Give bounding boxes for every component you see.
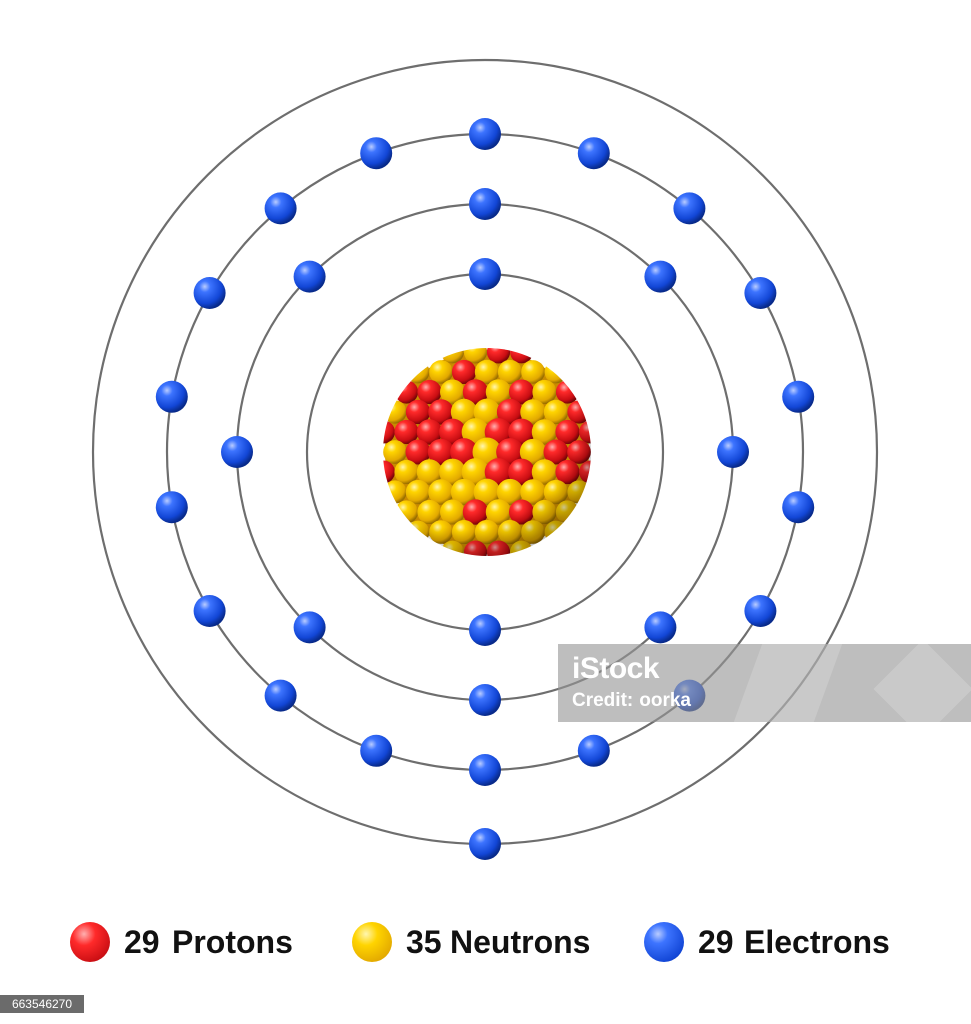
electrons-count: 29 xyxy=(698,924,734,960)
watermark-credit-label: Credit: xyxy=(572,690,634,711)
electron-shell-3 xyxy=(744,277,777,309)
electron-shell-3 xyxy=(577,137,610,170)
legend: 29 Protons 35 Neutrons 29 Electrons xyxy=(0,910,971,974)
nucleus xyxy=(383,348,591,556)
electron-shell-2 xyxy=(717,436,749,468)
electron-shell-3 xyxy=(469,118,501,150)
electron-shell-3 xyxy=(782,491,815,524)
neutrons-label: Neutrons xyxy=(450,924,591,960)
electron-shell-2 xyxy=(221,436,253,468)
electron-shell-3 xyxy=(193,277,226,309)
electron-shell-2 xyxy=(293,260,326,293)
electron-shell-3 xyxy=(577,734,610,767)
nucleus-shading xyxy=(383,348,591,556)
watermark-credit-name: oorka xyxy=(639,690,691,711)
electron-shell-2 xyxy=(293,611,326,644)
electron-shell-3 xyxy=(264,192,297,225)
protons-label: Protons xyxy=(172,924,293,960)
electrons-label: Electrons xyxy=(744,924,890,960)
neutrons-count: 35 xyxy=(406,924,442,960)
electron-ball-icon xyxy=(644,922,684,962)
electron-shell-2 xyxy=(469,684,501,716)
electron-shell-1 xyxy=(469,258,501,290)
electron-shell-2 xyxy=(644,260,677,293)
electron-shell-3 xyxy=(744,595,777,627)
electron-shell-3 xyxy=(155,380,188,413)
electrons xyxy=(155,118,815,860)
electron-shell-1 xyxy=(469,614,501,646)
electron-shell-2 xyxy=(469,188,501,220)
electron-shell-4 xyxy=(469,828,501,860)
electron-shell-3 xyxy=(193,595,226,627)
watermark-banner: iStock Credit:oorka xyxy=(558,644,971,722)
protons-count: 29 xyxy=(124,924,160,960)
electron-shell-2 xyxy=(644,611,677,644)
proton-ball-icon xyxy=(70,922,110,962)
electron-shell-3 xyxy=(155,491,188,524)
electron-shell-3 xyxy=(360,137,393,170)
watermark-credit: Credit:oorka xyxy=(572,690,691,712)
electron-shell-3 xyxy=(673,192,706,225)
electron-shell-3 xyxy=(264,679,297,712)
neutron-ball-icon xyxy=(352,922,392,962)
electron-shell-3 xyxy=(469,754,501,786)
electron-shell-3 xyxy=(360,734,393,767)
stock-id-badge: 663546270 xyxy=(0,995,84,1013)
watermark-brand: iStock xyxy=(572,652,660,685)
electron-shell-3 xyxy=(782,380,815,413)
